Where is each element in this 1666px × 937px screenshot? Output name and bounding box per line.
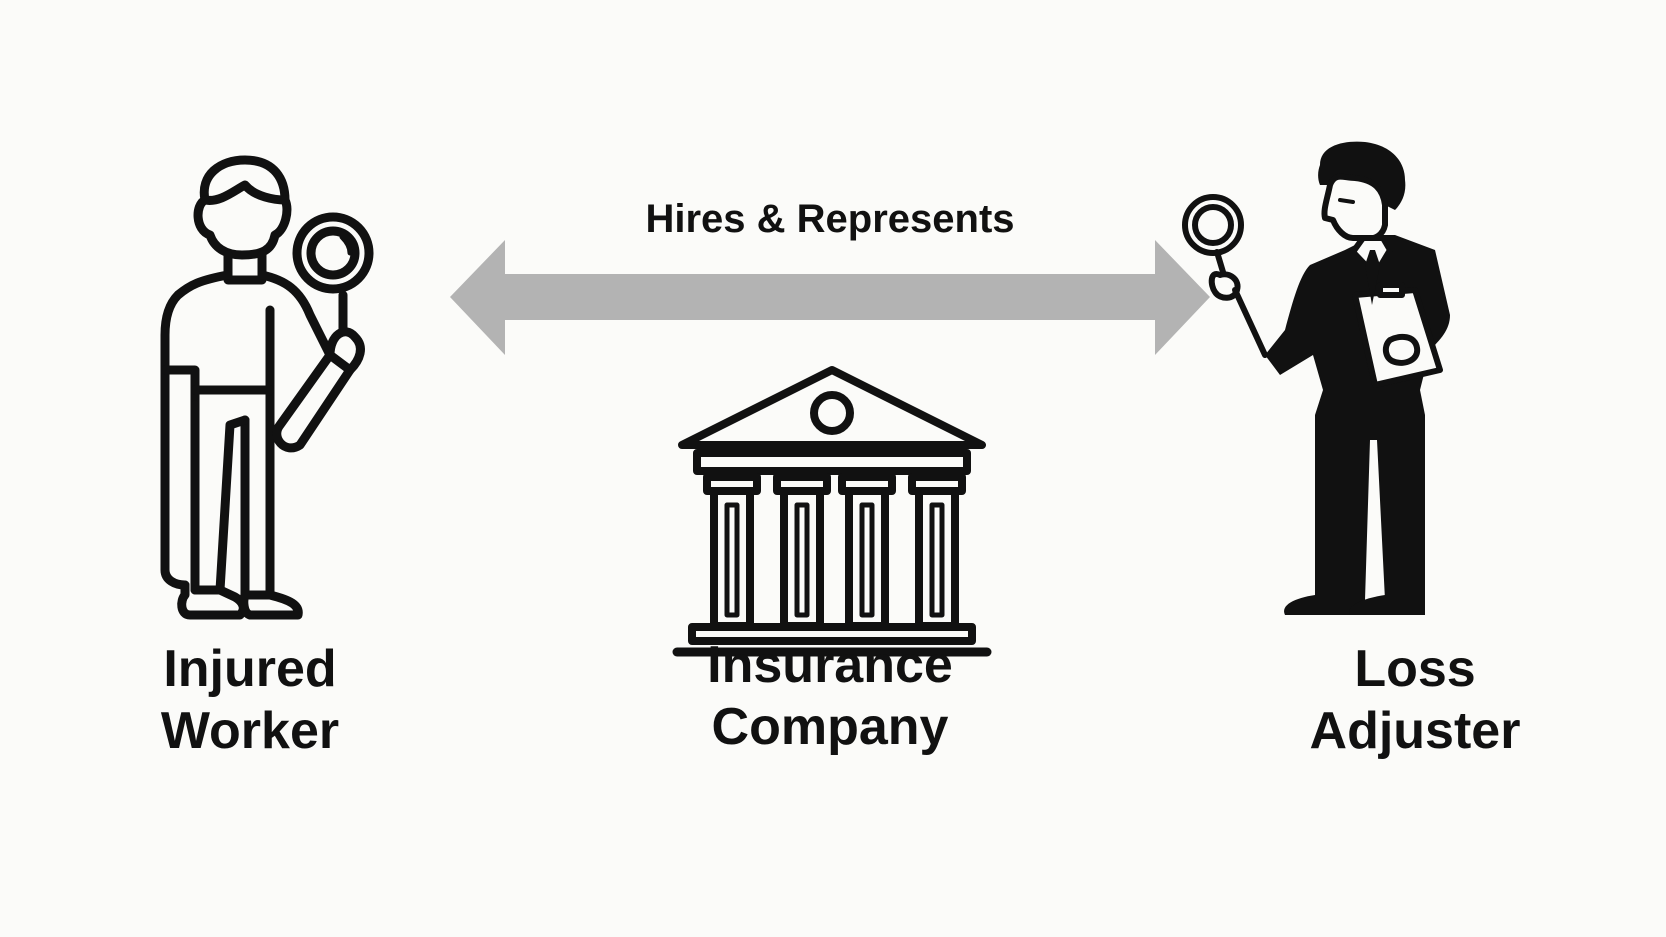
entity-label-line: Loss (1354, 640, 1476, 698)
loss-adjuster-icon (1182, 140, 1525, 660)
injured-worker-icon (150, 155, 400, 655)
bank-building-icon (672, 365, 992, 665)
entity-label-insurance-company: Insurance Company (660, 634, 1000, 758)
entity-label-loss-adjuster: Loss Adjuster (1275, 638, 1555, 762)
entity-label-line: Adjuster (1309, 702, 1521, 760)
entity-label-line: Worker (160, 702, 340, 760)
entity-label-line: Injured (163, 640, 337, 698)
entity-label-line: Company (711, 698, 949, 756)
entity-label-line: Insurance (707, 636, 953, 694)
relation-label: Hires & Represents (645, 197, 1015, 241)
entity-label-injured-worker: Injured Worker (120, 638, 380, 762)
bidirectional-arrow-icon (450, 240, 1210, 355)
